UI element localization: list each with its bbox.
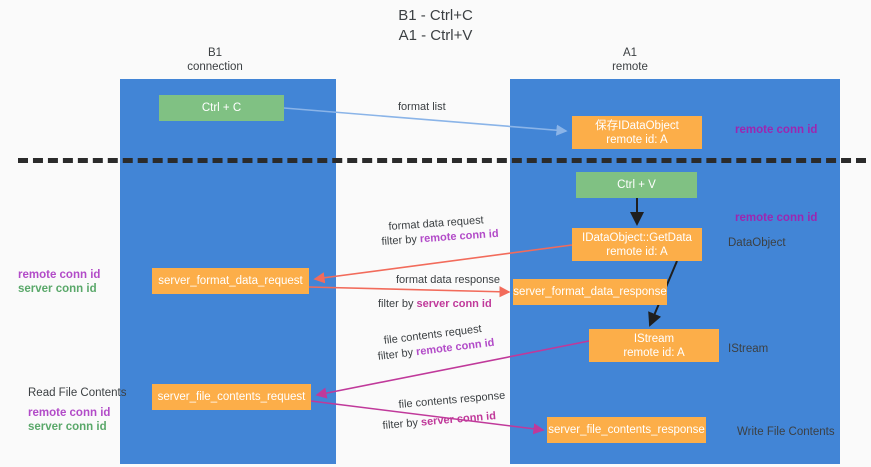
- node-server-file-contents-request[interactable]: server_file_contents_request: [152, 384, 311, 410]
- edge-label-format-data-response-filter: filter by server conn id: [378, 297, 492, 312]
- note-server-conn-id: server conn id: [18, 283, 97, 295]
- node-idataobject-getdata[interactable]: IDataObject::GetData remote id: A: [572, 228, 702, 261]
- phase-divider: [18, 158, 866, 163]
- note-remote-conn-id-top: remote conn id: [735, 124, 818, 136]
- node-server-file-contents-response[interactable]: server_file_contents_response: [547, 417, 706, 443]
- column-header-a1: A1 remote: [612, 47, 648, 73]
- node-ctrl-v[interactable]: Ctrl + V: [576, 172, 697, 198]
- node-save-idataobject[interactable]: 保存IDataObject remote id: A: [572, 116, 702, 149]
- note-dataobject: DataObject: [728, 237, 786, 249]
- filter-prefix: filter by: [377, 346, 417, 363]
- filter-key-server-conn-id: server conn id: [416, 298, 492, 310]
- filter-prefix: filter by: [381, 233, 421, 248]
- note-remote-conn-id-mid: remote conn id: [735, 212, 818, 224]
- note-conn-id-group-1: remote conn id server conn id: [18, 268, 100, 296]
- note-istream: IStream: [728, 343, 769, 355]
- filter-prefix: filter by: [382, 416, 422, 432]
- node-server-format-data-request[interactable]: server_format_data_request: [152, 268, 309, 294]
- filter-key-server-conn-id: server conn id: [420, 410, 497, 429]
- note-read-file-contents: Read File Contents: [28, 387, 127, 399]
- filter-key-remote-conn-id: remote conn id: [419, 227, 499, 246]
- note-remote-conn-id: remote conn id: [28, 407, 111, 419]
- edge-label-format-data-response: format data response: [396, 274, 500, 286]
- page-title: B1 - Ctrl+C A1 - Ctrl+V: [398, 7, 473, 44]
- note-write-file-contents: Write File Contents: [737, 426, 835, 438]
- note-remote-conn-id: remote conn id: [18, 269, 101, 281]
- column-header-b1: B1 connection: [187, 47, 243, 73]
- node-server-format-data-response[interactable]: server_format_data_response: [513, 279, 667, 305]
- edge-label-format-list: format list: [398, 101, 446, 113]
- filter-prefix: filter by: [378, 298, 417, 310]
- node-ctrl-c[interactable]: Ctrl + C: [159, 95, 284, 121]
- node-istream[interactable]: IStream remote id: A: [589, 329, 719, 362]
- note-server-conn-id: server conn id: [28, 421, 107, 433]
- note-conn-id-group-2: Read File Contents remote conn id server…: [28, 386, 126, 434]
